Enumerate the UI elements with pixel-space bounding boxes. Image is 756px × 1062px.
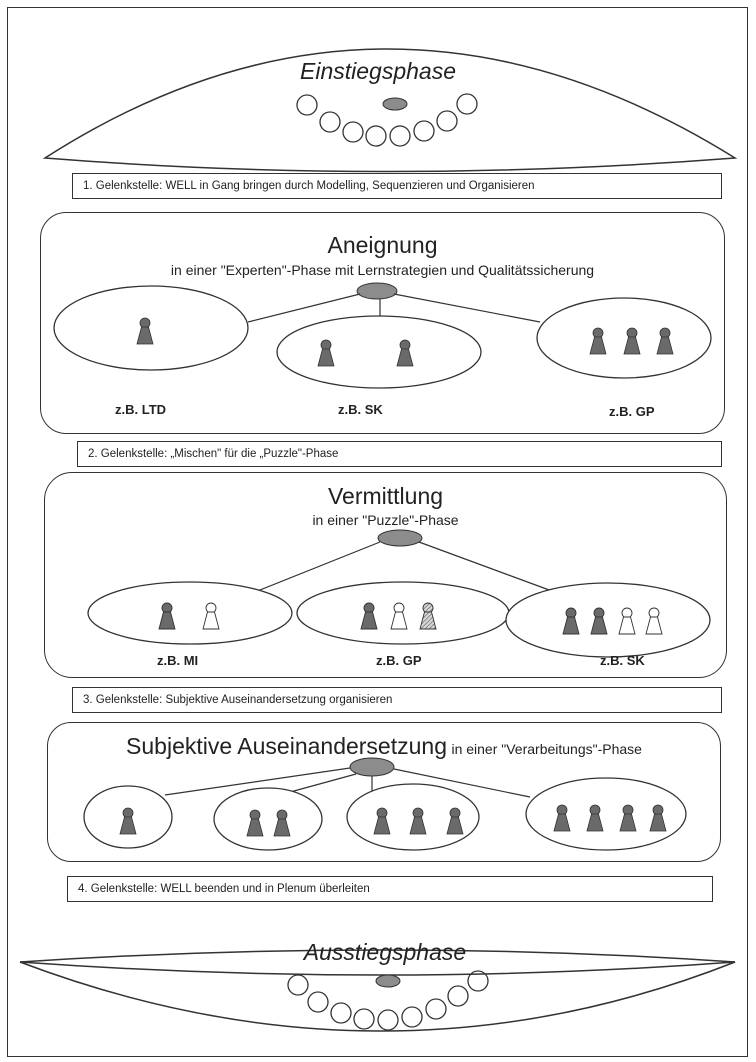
exit-circle: [353, 1008, 375, 1030]
aneignung-label-2: z.B. SK: [338, 402, 383, 417]
exit-circle: [287, 974, 309, 996]
outer-frame: [7, 7, 748, 1057]
joint-1-box: 1. Gelenkstelle: WELL in Gang bringen du…: [72, 173, 722, 199]
group-ellipse: [525, 777, 687, 851]
exit-circle: [425, 998, 447, 1020]
vermittlung-title: Vermittlung: [327, 483, 444, 509]
vermittlung-label-1: z.B. MI: [157, 653, 199, 668]
exit-circle: [330, 1002, 352, 1024]
entry-lens: [42, 48, 738, 173]
entry-circle: [319, 111, 341, 133]
joint-2-box: 2. Gelenkstelle: „Mischen" für die „Puzz…: [77, 441, 722, 467]
exit-circle: [401, 1006, 423, 1028]
entry-circle: [389, 125, 411, 147]
joint-4-box: 4. Gelenkstelle: WELL beenden und in Ple…: [67, 876, 713, 902]
aneignung-panel: [40, 212, 725, 434]
exit-circle: [307, 991, 329, 1013]
entry-circle: [436, 110, 458, 132]
entry-circle: [365, 125, 387, 147]
group-ellipse: [276, 315, 482, 389]
subjektiv-title: Subjektive Auseinandersetzung: [126, 733, 447, 759]
aneignung-title: Aneignung: [327, 232, 438, 258]
subjektiv-title-line: Subjektive Auseinandersetzung in einer "…: [47, 733, 721, 760]
entry-leader: [382, 97, 408, 111]
vermittlung-leader: [377, 529, 423, 547]
entry-circle: [296, 94, 318, 116]
exit-circle-group: [287, 970, 489, 1031]
vermittlung-subtitle: in einer "Puzzle"-Phase: [312, 512, 459, 528]
exit-circle: [447, 985, 469, 1007]
group-ellipse: [505, 582, 711, 658]
aneignung-label-3: z.B. GP: [609, 404, 655, 419]
exit-title: Ausstiegsphase: [303, 939, 467, 965]
joint-3-box: 3. Gelenkstelle: Subjektive Auseinanders…: [72, 687, 722, 713]
group-ellipse: [536, 297, 712, 379]
subjektiv-panel: [47, 722, 721, 862]
entry-circle: [413, 120, 435, 142]
entry-circle-group: [296, 93, 478, 147]
group-ellipse: [213, 787, 323, 851]
entry-title: Einstiegsphase: [300, 58, 456, 84]
entry-circle: [456, 93, 478, 115]
vermittlung-label-3: z.B. SK: [600, 653, 645, 668]
aneignung-subtitle: in einer "Experten"-Phase mit Lernstrate…: [170, 262, 595, 278]
aneignung-leader: [356, 282, 398, 300]
aneignung-label-1: z.B. LTD: [115, 402, 167, 417]
vermittlung-panel: [44, 472, 727, 678]
entry-circle: [342, 121, 364, 143]
exit-circle: [467, 970, 489, 992]
group-ellipse: [53, 285, 249, 371]
exit-leader: [375, 974, 401, 988]
group-ellipse: [87, 581, 293, 645]
exit-circle: [377, 1009, 399, 1031]
vermittlung-label-2: z.B. GP: [376, 653, 422, 668]
subjektiv-subtitle: in einer "Verarbeitungs"-Phase: [451, 741, 642, 757]
